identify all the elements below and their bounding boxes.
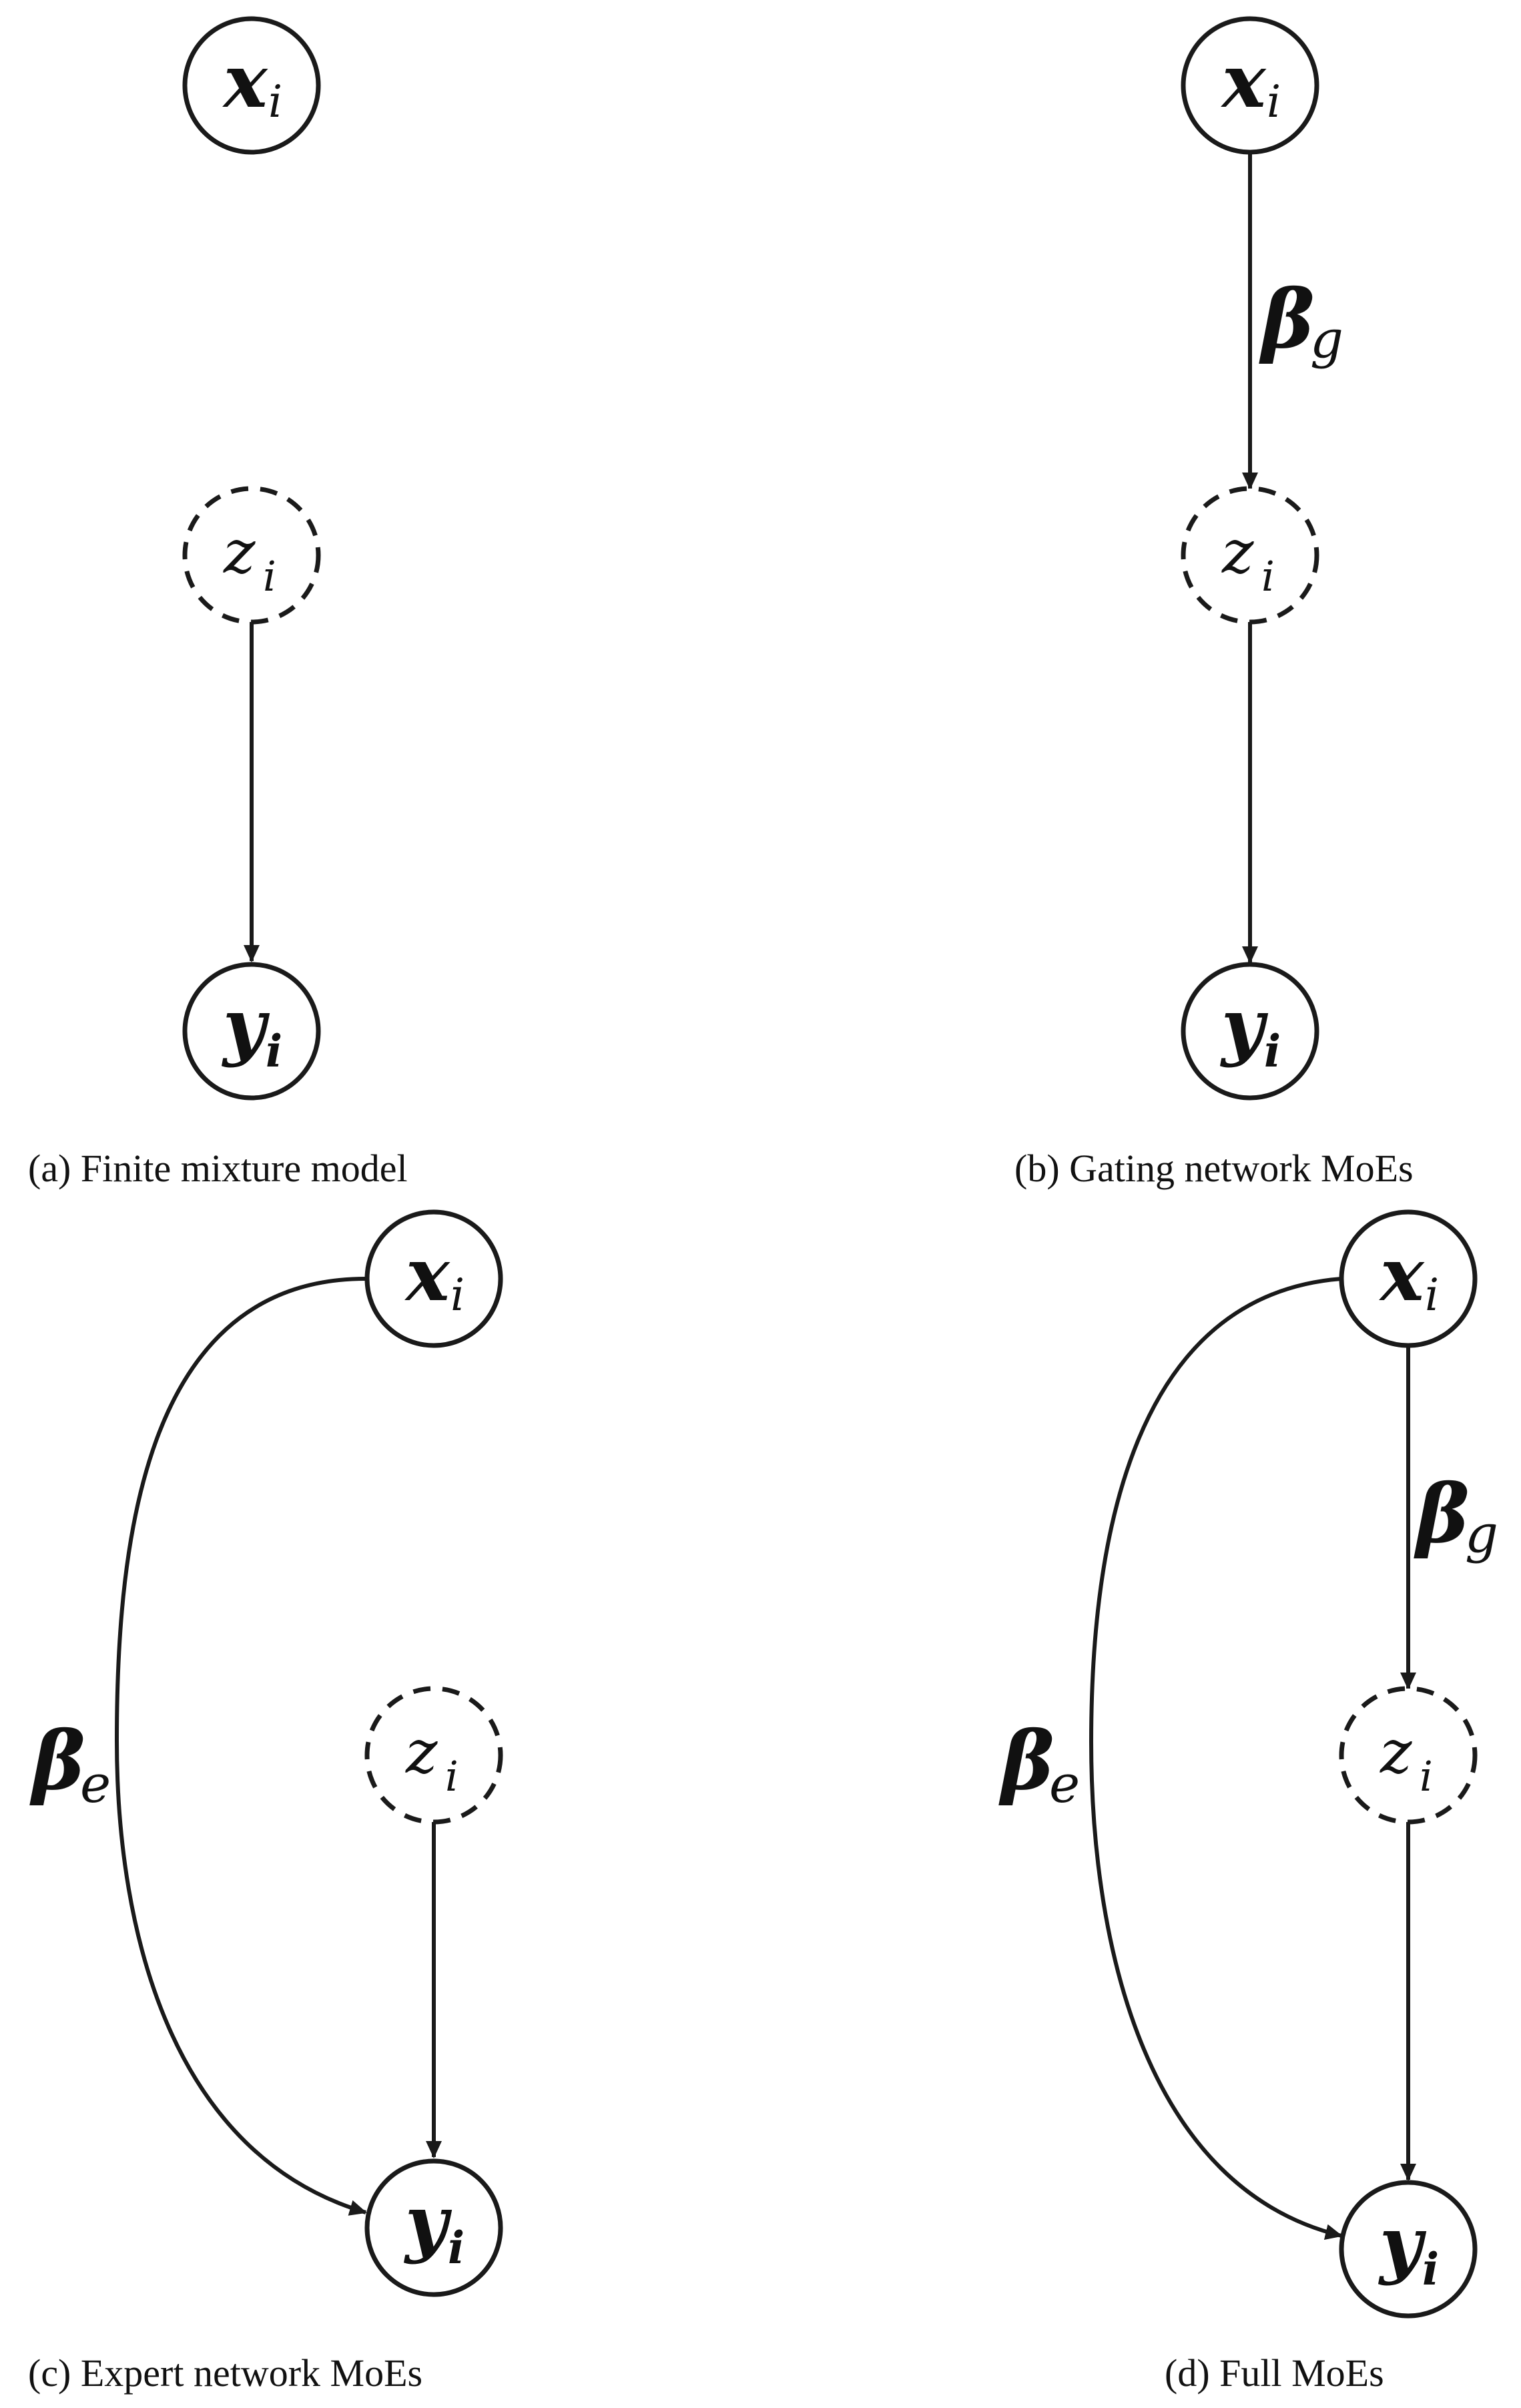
- node-y-sub: i: [1422, 2243, 1439, 2295]
- expert-weight-label: β e: [998, 1714, 1080, 1815]
- node-x: x i: [364, 1209, 503, 1348]
- node-x-sub: i: [1425, 1269, 1439, 1321]
- gating-weight-label: β g: [1259, 272, 1343, 370]
- node-x-base: x: [222, 38, 268, 124]
- beta-e-base: β: [29, 1714, 85, 1808]
- node-z-base: z: [223, 517, 256, 587]
- node-z-sub: i: [1420, 1752, 1433, 1801]
- beta-g-sub: g: [1465, 1504, 1498, 1564]
- node-x: x i: [1339, 1209, 1478, 1348]
- node-z-base: z: [1380, 1717, 1412, 1787]
- expert-weight-label: β e: [29, 1714, 111, 1815]
- node-x-sub: i: [450, 1269, 465, 1321]
- node-z: z i: [182, 486, 321, 625]
- caption-d: (d) Full MoEs: [1165, 2351, 1384, 2395]
- edge-x-to-y-curved: [1089, 1277, 1343, 2240]
- node-x-sub: i: [268, 76, 282, 127]
- node-x: x i: [182, 16, 321, 155]
- node-y-sub: i: [448, 2222, 465, 2274]
- beta-e-sub: e: [1049, 1755, 1080, 1815]
- node-z-sub: i: [1261, 552, 1275, 601]
- caption-c: (c) Expert network MoEs: [28, 2351, 422, 2395]
- caption-b: (b) Gating network MoEs: [1014, 1147, 1414, 1190]
- node-y-base: y: [221, 982, 270, 1069]
- panel-a: x i z i y i (a) Finite mixture model: [28, 16, 408, 1190]
- caption-a: (a) Finite mixture model: [28, 1147, 408, 1190]
- node-z: z i: [1181, 486, 1319, 625]
- beta-g-sub: g: [1310, 310, 1343, 370]
- node-x-base: x: [1221, 38, 1267, 124]
- node-y-sub: i: [266, 1025, 282, 1077]
- beta-e-base: β: [998, 1714, 1054, 1808]
- panel-b: β g x i z i y i (b) Gating network MoEs: [1014, 16, 1414, 1190]
- node-y-sub: i: [1264, 1025, 1281, 1077]
- node-x: x i: [1181, 16, 1319, 155]
- node-z-base: z: [405, 1717, 438, 1787]
- node-y: y i: [364, 2158, 503, 2297]
- node-y-base: y: [1219, 982, 1269, 1069]
- node-y: y i: [182, 962, 321, 1101]
- node-z-sub: i: [445, 1752, 459, 1801]
- node-y: y i: [1181, 962, 1319, 1101]
- gating-weight-label: β g: [1414, 1467, 1498, 1564]
- node-z: z i: [1339, 1686, 1478, 1825]
- node-y-base: y: [1378, 2200, 1427, 2287]
- node-z-sub: i: [263, 552, 276, 601]
- node-z: z i: [364, 1686, 503, 1825]
- beta-g-base: β: [1414, 1467, 1470, 1561]
- node-y-base: y: [403, 2179, 452, 2265]
- panel-c: β e x i z i y i (c) Expert network MoEs: [28, 1209, 503, 2395]
- node-y: y i: [1339, 2180, 1478, 2319]
- node-x-base: x: [404, 1231, 450, 1317]
- panel-d: β g β e x i z i y i (d) Full MoEs: [998, 1209, 1498, 2395]
- beta-e-sub: e: [80, 1755, 111, 1815]
- node-z-base: z: [1221, 517, 1254, 587]
- node-x-base: x: [1379, 1231, 1425, 1317]
- node-x-sub: i: [1267, 76, 1281, 127]
- beta-g-base: β: [1259, 272, 1315, 366]
- edge-x-to-y-curved: [114, 1277, 367, 2216]
